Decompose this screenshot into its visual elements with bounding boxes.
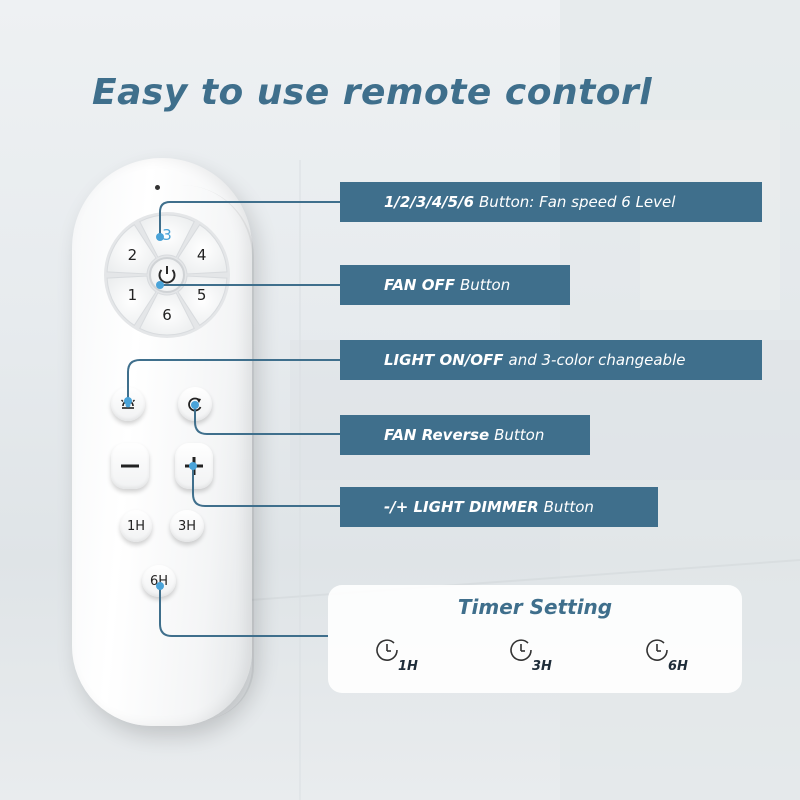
timer-item-3h: 3H [508,637,568,677]
speed-1-label: 1 [128,286,138,304]
minus-icon [121,464,139,468]
speed-6-label: 6 [162,306,172,324]
light-icon [121,397,135,409]
clock-icon [376,639,398,661]
timer-item-1h: 1H [374,637,434,677]
plus-icon [185,457,203,475]
speed-3-label: 3 [162,226,172,244]
speed-2-button[interactable] [106,223,157,275]
ir-emitter [155,185,160,190]
speed-dial[interactable]: 3 4 5 6 1 2 [102,210,232,340]
speed-6-button[interactable] [139,292,195,336]
reverse-arrow-icon [188,397,202,412]
timer-setting-title: Timer Setting [457,595,613,619]
clock-icon [646,639,668,661]
fan-off-button[interactable] [149,257,185,293]
speed-5-button[interactable] [177,275,228,327]
speed-4-label: 4 [197,246,207,264]
speed-2-label: 2 [128,246,138,264]
fan-reverse-button[interactable] [178,387,212,421]
light-button[interactable] [111,387,145,421]
page-title: Easy to use remote contorl [92,72,653,113]
timer-3h-button[interactable]: 3H [170,510,204,542]
timer-6h-button[interactable]: 6H [142,565,176,597]
power-icon [158,266,176,284]
dimmer-plus-button[interactable] [175,443,213,489]
timer-setting-card: Timer Setting 1H 3H 6H [328,585,742,693]
speed-5-label: 5 [197,286,207,304]
timer-1h-button[interactable]: 1H [120,510,152,542]
clock-icon [510,639,532,661]
timer-item-6h: 6H [644,637,704,677]
dimmer-minus-button[interactable] [111,443,149,489]
speed-1-button[interactable] [106,275,157,327]
